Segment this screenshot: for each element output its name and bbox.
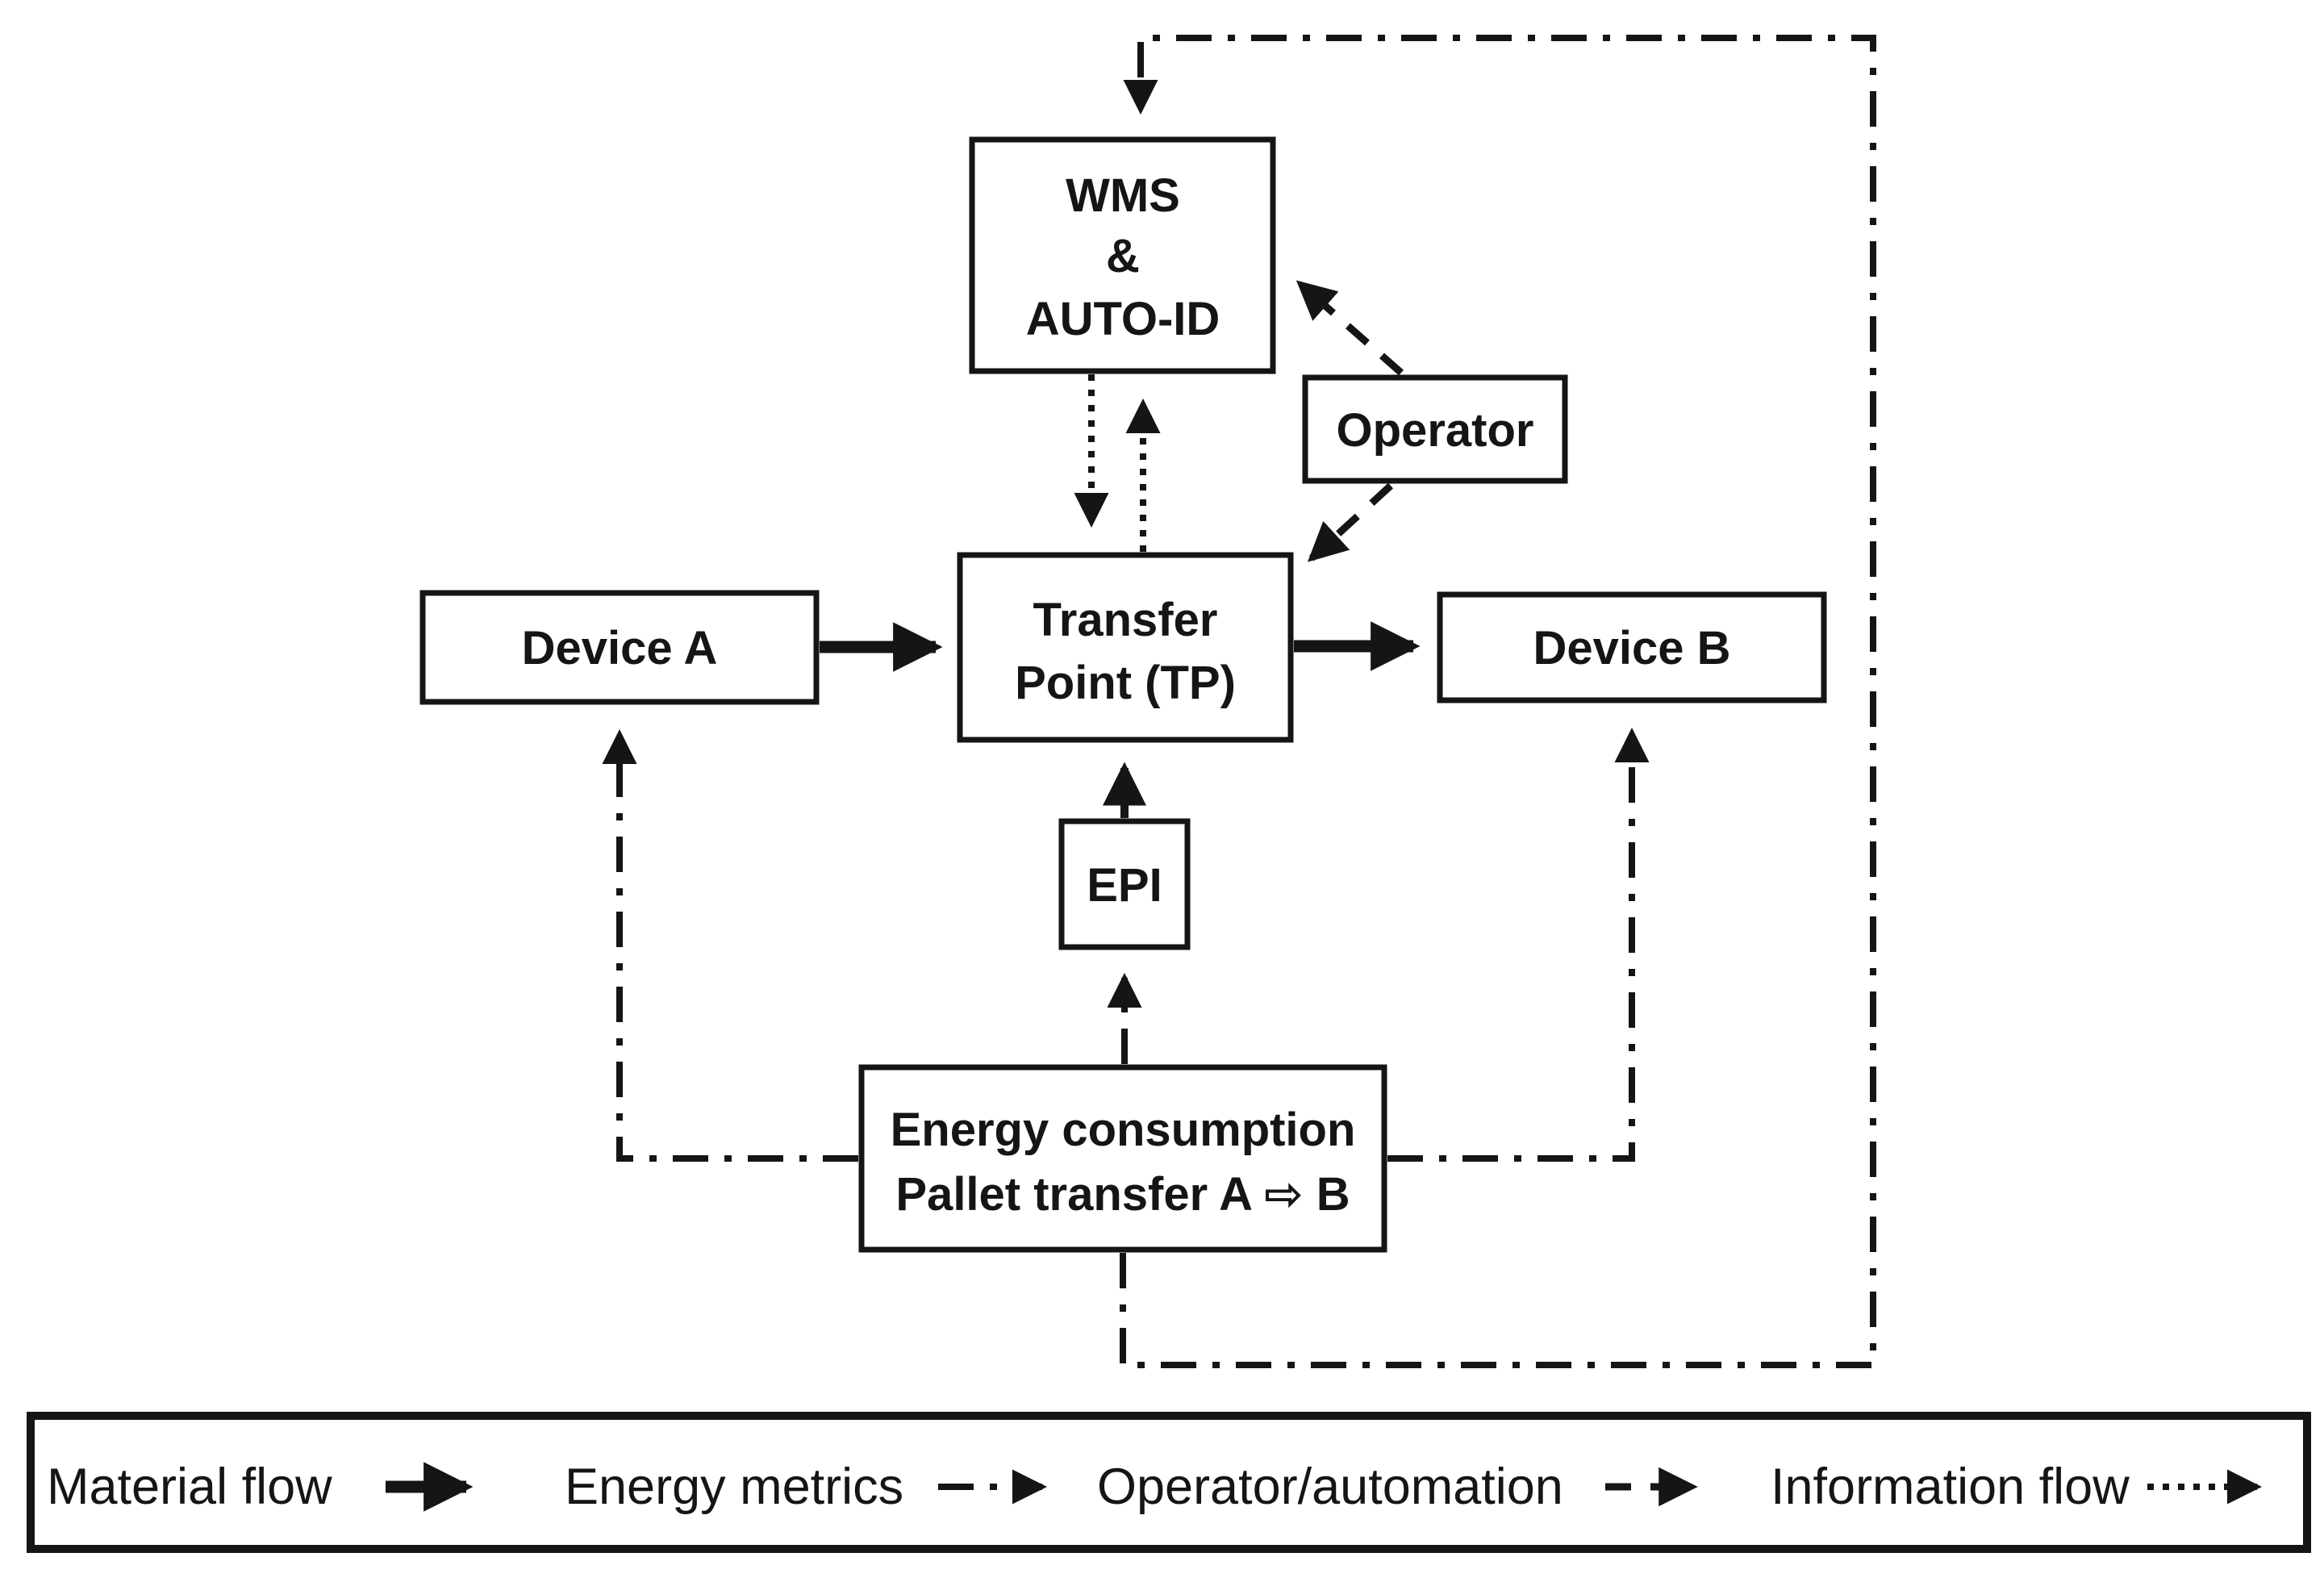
energy-consumption-label-line1: Energy consumption	[891, 1104, 1356, 1156]
wms-label-line3: AUTO-ID	[1026, 293, 1220, 345]
epi-rect	[1058, 818, 1191, 950]
epi-label: EPI	[1087, 859, 1162, 912]
wms-label-line2: &	[1106, 230, 1140, 282]
arrow-energy-loop-to-wms	[1120, 35, 1876, 1368]
device-a-label: Device A	[522, 622, 718, 674]
epi-box: EPI	[1058, 818, 1191, 950]
device-a-box: Device A	[419, 590, 820, 705]
operator-box: Operator	[1302, 374, 1568, 484]
wms-auto-id-rect	[969, 136, 1276, 374]
legend: Material flow Energy metrics Operator/au…	[27, 1412, 2311, 1553]
legend-label-information-flow: Information flow	[1771, 1459, 2130, 1515]
transfer-point-box: Transfer Point (TP)	[957, 552, 1294, 743]
legend-label-material-flow: Material flow	[47, 1459, 332, 1515]
device-a-rect	[419, 590, 820, 705]
energy-consumption-box: Energy consumption Pallet transfer A ⇨ B	[858, 1064, 1387, 1253]
arrow-operator-to-tp	[1307, 482, 1394, 562]
transfer-point-label-line1: Transfer	[1033, 594, 1218, 646]
arrow-operator-to-wms	[1296, 280, 1404, 376]
operator-label: Operator	[1337, 404, 1534, 457]
legend-label-operator-automation: Operator/automation	[1097, 1459, 1563, 1515]
wms-label-line1: WMS	[1066, 169, 1180, 222]
device-b-rect	[1437, 591, 1827, 703]
arrow-energy-to-deviceB	[1387, 727, 1650, 1162]
operator-rect	[1302, 374, 1568, 484]
transfer-point-label-line2: Point (TP)	[1015, 657, 1236, 709]
energy-consumption-rect	[858, 1064, 1387, 1253]
transfer-point-rect	[957, 552, 1294, 743]
arrow-energy-to-deviceA	[602, 728, 858, 1162]
energy-consumption-label-line2: Pallet transfer A ⇨ B	[895, 1168, 1350, 1221]
wms-auto-id-box: WMS & AUTO-ID	[969, 136, 1276, 374]
device-b-label: Device B	[1533, 622, 1730, 674]
legend-label-energy-metrics: Energy metrics	[565, 1459, 903, 1515]
device-b-box: Device B	[1437, 591, 1827, 703]
